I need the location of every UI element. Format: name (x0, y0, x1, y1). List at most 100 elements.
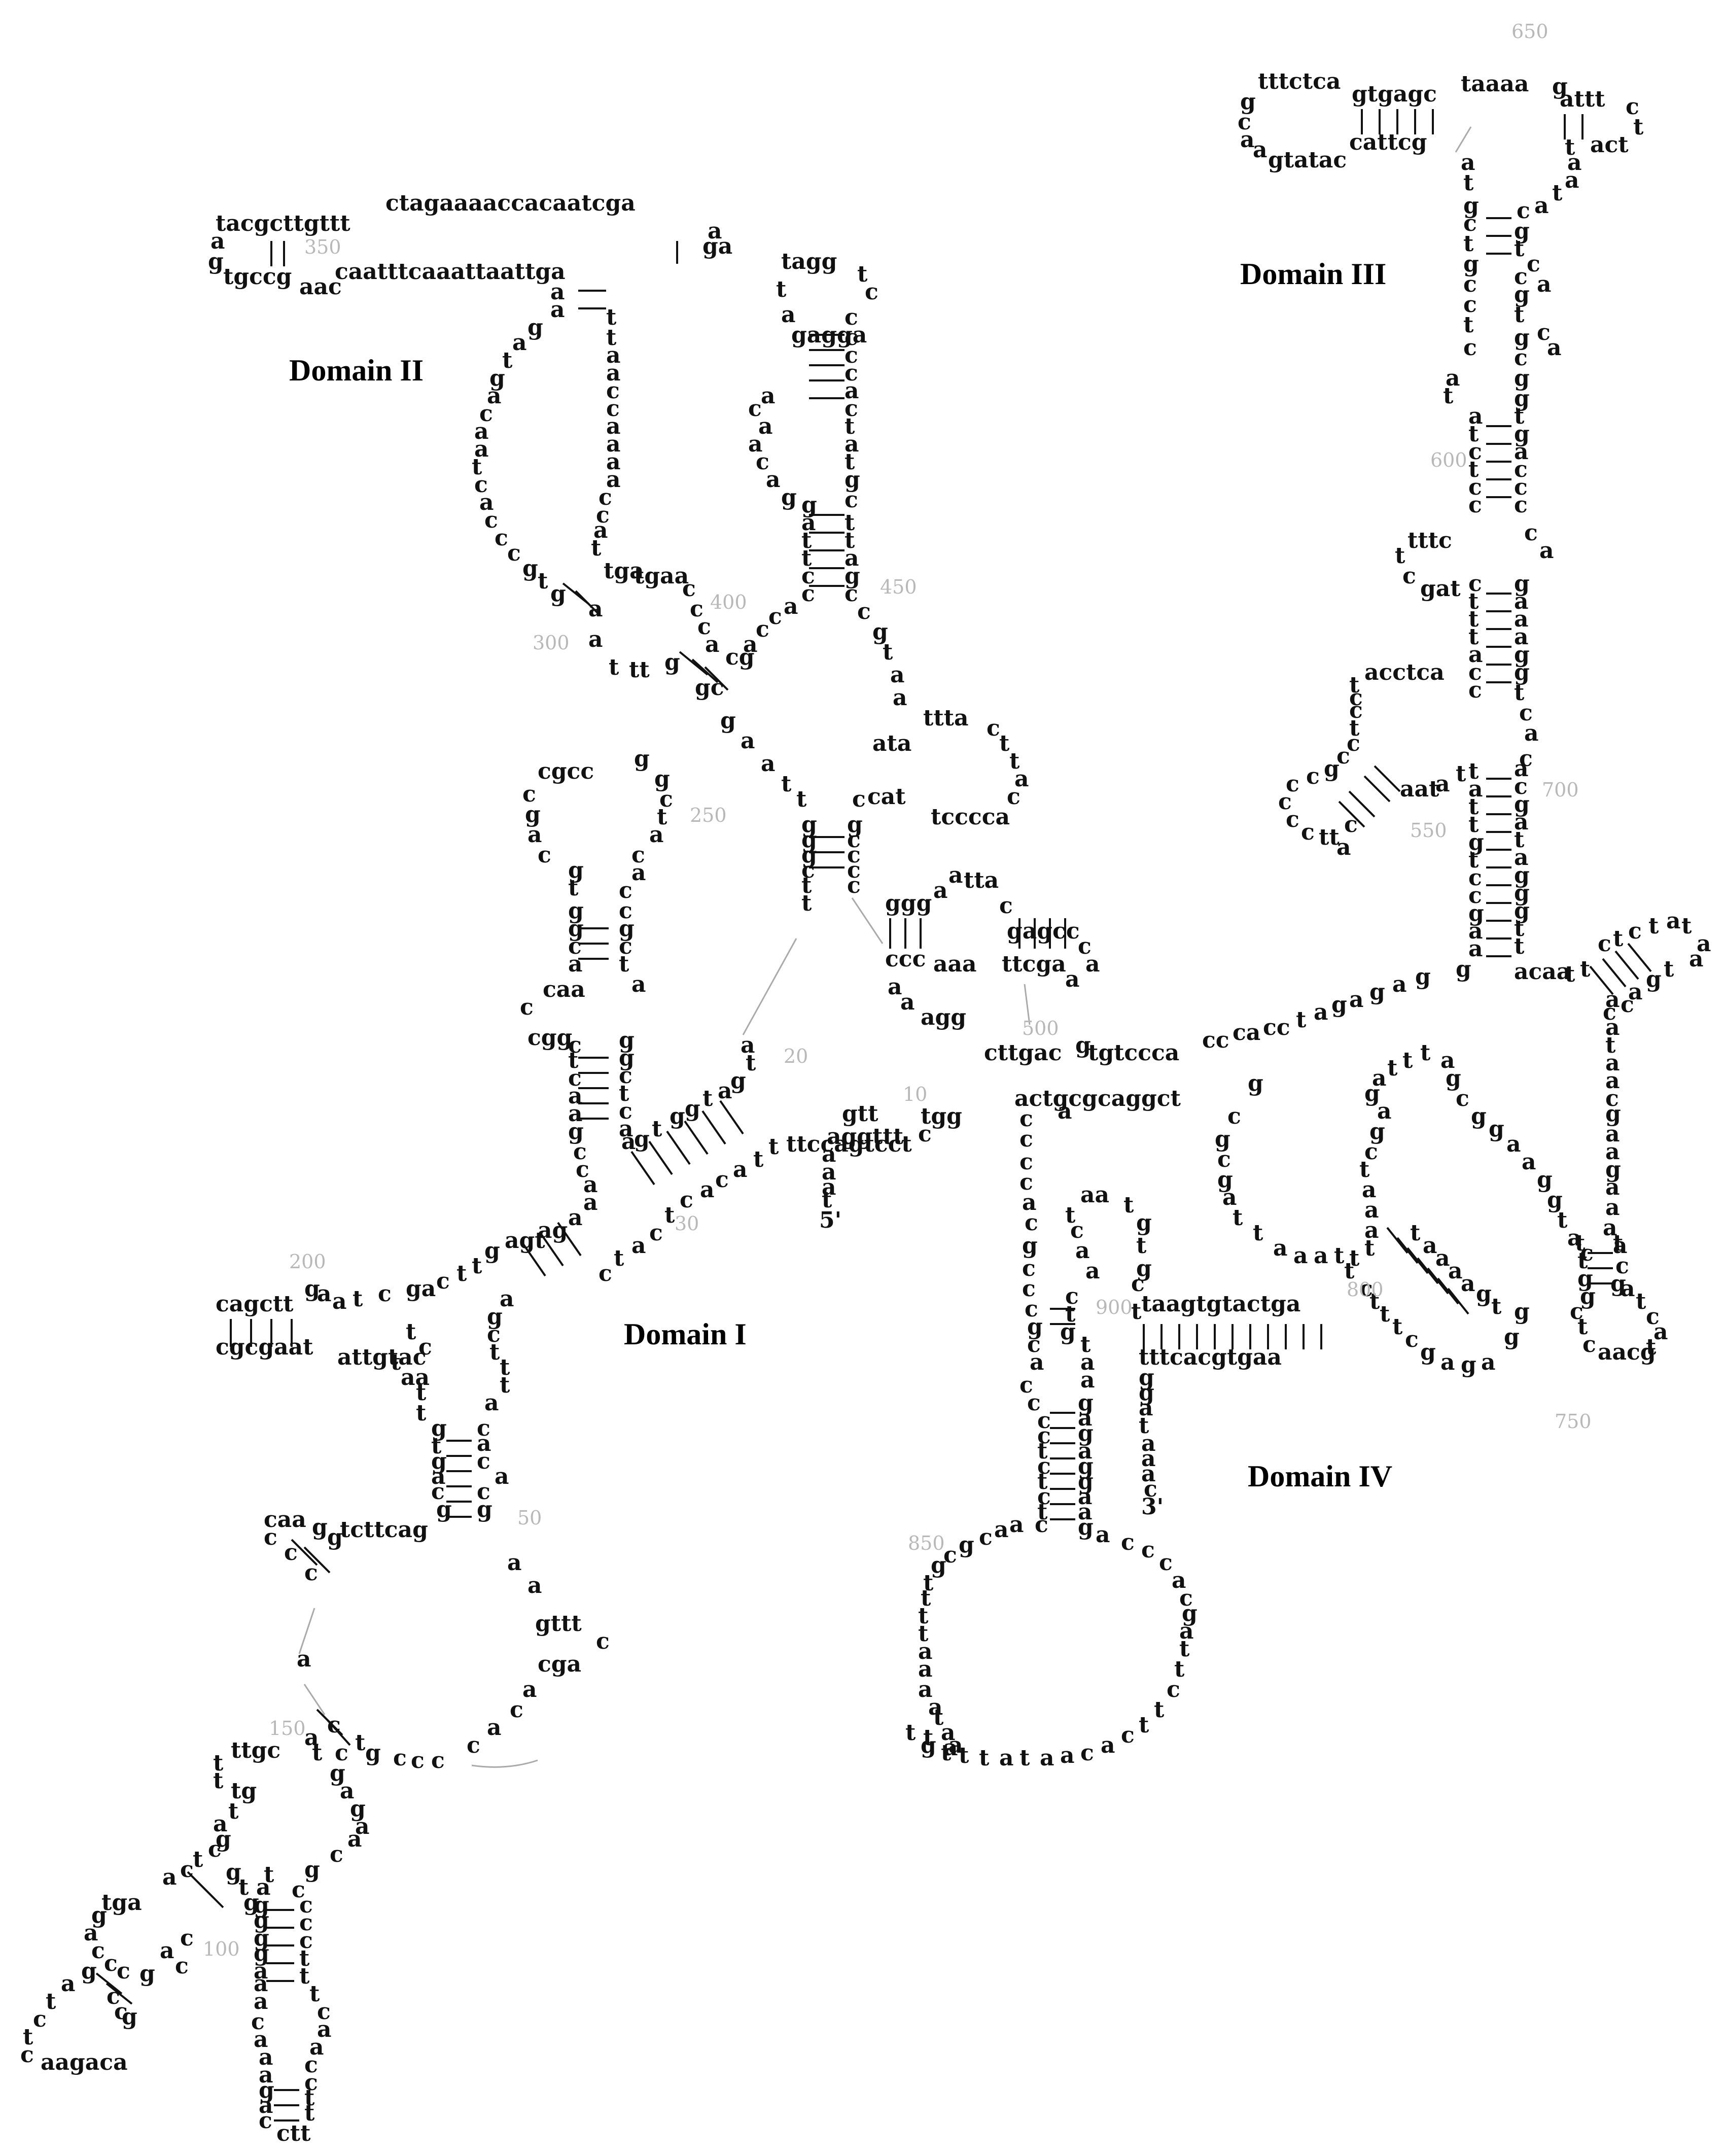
svg-text:c: c (1537, 320, 1551, 345)
svg-text:tgtccca: tgtccca (1088, 1040, 1179, 1066)
svg-text:a: a (758, 413, 773, 439)
svg-text:a: a (507, 1550, 522, 1576)
svg-text:tt: tt (629, 657, 650, 683)
svg-text:a: a (1605, 1015, 1620, 1040)
svg-text:a: a (1514, 624, 1529, 650)
svg-text:g: g (312, 1514, 328, 1540)
svg-text:g: g (243, 1890, 259, 1916)
svg-text:g: g (1139, 1365, 1154, 1390)
svg-text:c: c (510, 1697, 523, 1723)
svg-text:a: a (1613, 1233, 1628, 1259)
svg-text:c: c (180, 1857, 194, 1883)
svg-text:c: c (576, 1157, 589, 1183)
svg-text:c: c (1463, 292, 1477, 318)
svg-text:a: a (1377, 1098, 1392, 1124)
svg-text:g: g (431, 1448, 447, 1474)
svg-text:c: c (606, 396, 620, 422)
svg-text:a: a (1435, 771, 1450, 797)
svg-text:cc: cc (1202, 1027, 1229, 1053)
svg-text:aa: aa (401, 1365, 430, 1390)
svg-text:t: t (500, 1372, 510, 1398)
svg-text:a: a (741, 1032, 755, 1058)
svg-text:ttgc: ttgc (231, 1737, 280, 1763)
svg-text:c: c (107, 1984, 120, 2009)
svg-text:a: a (1080, 1367, 1095, 1393)
svg-text:a: a (943, 1735, 958, 1761)
svg-text:c: c (596, 502, 610, 528)
svg-text:g: g (139, 1961, 155, 1987)
svg-text:c: c (1582, 1332, 1596, 1358)
svg-text:c: c (715, 1167, 729, 1193)
svg-text:c: c (845, 487, 858, 513)
svg-text:a: a (1468, 936, 1483, 962)
svg-text:t: t (796, 786, 807, 812)
svg-text:a: a (631, 1233, 646, 1259)
svg-text:g: g (1514, 642, 1530, 668)
svg-text:a: a (1565, 167, 1579, 193)
svg-text:t: t (1633, 114, 1644, 140)
svg-text:c: c (1514, 345, 1528, 371)
svg-text:a: a (254, 1958, 268, 1984)
svg-text:t: t (845, 413, 855, 439)
svg-text:a: a (606, 360, 621, 386)
svg-text:c: c (619, 898, 632, 924)
svg-text:a: a (1058, 1098, 1072, 1124)
svg-text:c: c (987, 715, 1000, 741)
svg-text:t: t (845, 449, 855, 475)
svg-text:g: g (330, 1760, 345, 1786)
svg-text:c: c (1167, 1677, 1180, 1702)
svg-text:caatttcaaattaattga: caatttcaaattaattga (335, 259, 566, 285)
svg-text:c: c (507, 540, 521, 566)
svg-text:a: a (781, 302, 796, 328)
svg-text:a: a (1534, 193, 1549, 219)
svg-text:c: c (918, 1121, 932, 1147)
svg-text:t: t (1233, 1205, 1243, 1231)
svg-text:a: a (1539, 538, 1554, 564)
svg-text:a: a (621, 1129, 636, 1155)
svg-text:t: t (1681, 913, 1692, 939)
svg-text:g: g (1078, 1390, 1094, 1416)
svg-text:g: g (1364, 1081, 1380, 1106)
svg-text:c: c (477, 1479, 490, 1505)
svg-text:c: c (1065, 1283, 1079, 1309)
svg-text:a: a (1514, 809, 1529, 835)
svg-text:c: c (619, 933, 632, 959)
svg-text:tgaa: tgaa (634, 563, 689, 589)
svg-text:g: g (365, 1740, 381, 1766)
svg-text:aaa: aaa (933, 951, 977, 977)
svg-text:c: c (327, 1712, 341, 1738)
svg-text:g: g (1514, 659, 1530, 685)
svg-text:a: a (1440, 1349, 1455, 1375)
svg-text:a: a (1605, 1068, 1620, 1094)
svg-text:c: c (1519, 746, 1533, 772)
svg-text:g: g (1463, 193, 1479, 219)
svg-text:a: a (340, 1778, 355, 1804)
svg-text:c: c (304, 2070, 318, 2096)
domain-label-1: Domain I (624, 1317, 747, 1351)
svg-text:t: t (845, 528, 855, 553)
svg-text:c: c (1405, 1327, 1419, 1352)
svg-text:a: a (999, 1745, 1014, 1771)
svg-text:t: t (1019, 1745, 1030, 1771)
svg-text:c: c (299, 1928, 313, 1954)
svg-text:t: t (1253, 1220, 1263, 1246)
svg-text:c: c (1022, 1256, 1036, 1281)
svg-text:t: t (1580, 956, 1591, 982)
svg-text:a: a (347, 1826, 362, 1852)
svg-text:a: a (1605, 987, 1620, 1013)
svg-text:a: a (1514, 756, 1529, 782)
svg-text:t: t (502, 347, 513, 373)
backbone-connectors (298, 126, 1472, 1768)
svg-text:cga: cga (538, 1651, 581, 1677)
svg-text:t: t (1136, 1233, 1147, 1259)
svg-text:c: c (436, 1268, 450, 1294)
svg-text:a: a (1253, 137, 1268, 163)
svg-text:c: c (299, 1892, 313, 1918)
svg-text:c: c (1278, 789, 1292, 815)
svg-text:a: a (918, 1656, 933, 1682)
svg-text:c: c (1646, 1304, 1660, 1330)
svg-text:c: c (1025, 1210, 1038, 1236)
svg-text:a: a (1222, 1185, 1237, 1210)
svg-text:g: g (527, 315, 543, 340)
svg-text:gat: gat (1420, 576, 1461, 602)
